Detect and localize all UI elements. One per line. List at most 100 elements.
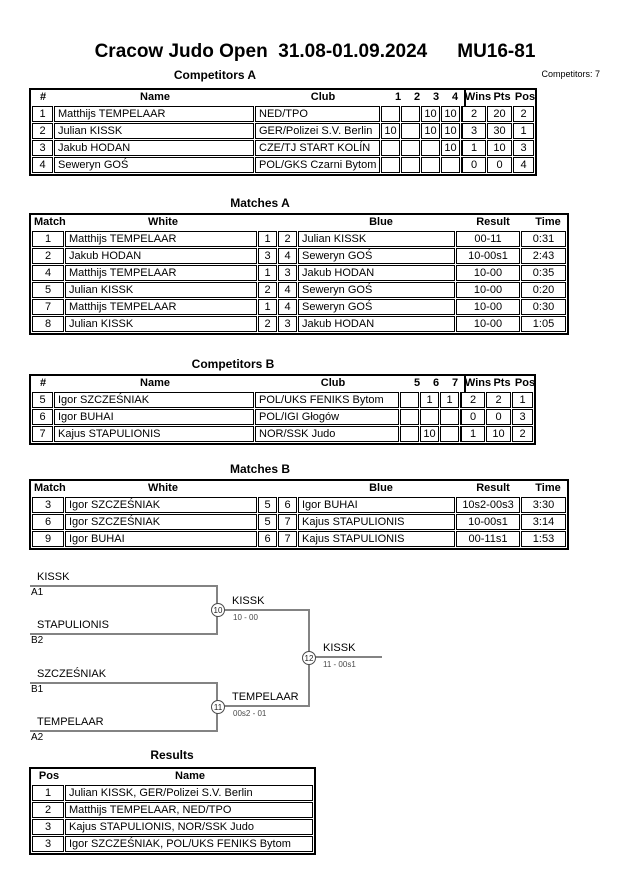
table-cell: Kajus STAPULIONIS xyxy=(298,531,455,547)
col-header-time: Time xyxy=(535,482,561,494)
match-number-badge: 12 xyxy=(302,651,316,665)
table-cell: 20 xyxy=(487,106,512,122)
table-cell: CZE/TJ START KOLÍN xyxy=(255,140,380,156)
table-cell: 2 xyxy=(32,123,53,139)
bracket-seed-label: B1 xyxy=(31,684,44,695)
table-cell: 6 xyxy=(278,497,297,513)
table-cell: 0 xyxy=(460,409,485,425)
table-cell xyxy=(400,426,419,442)
bracket-seed-label: A1 xyxy=(31,587,44,598)
table-cell: 3 xyxy=(512,409,533,425)
table-cell: 00-11s1 xyxy=(456,531,520,547)
bracket-line xyxy=(30,682,218,684)
table-cell: 2 xyxy=(258,316,277,332)
table-cell: 1 xyxy=(460,426,485,442)
table-cell xyxy=(400,392,419,408)
table-cell: 0 xyxy=(461,157,486,173)
col-header-number: # xyxy=(39,91,47,103)
bracket-score: 00s2 - 01 xyxy=(233,709,267,718)
table-cell: Kajus STAPULIONIS xyxy=(54,426,254,442)
table-cell: Julian KISSK, GER/Polizei S.V. Berlin xyxy=(65,785,313,801)
table-cell: POL/GKS Czarni Bytom xyxy=(255,157,380,173)
event-title: Cracow Judo Open 31.08-01.09.2024 xyxy=(94,41,428,62)
table-cell: 0:31 xyxy=(521,231,566,247)
col-header-pts: Pts xyxy=(493,91,511,103)
table-cell: 2 xyxy=(278,231,297,247)
bracket-player-name: KISSK xyxy=(37,571,70,583)
table-cell: 10-00s1 xyxy=(456,514,520,530)
col-header-result: Result xyxy=(476,216,510,228)
table-cell: 1:05 xyxy=(521,316,566,332)
bracket-winner-name: KISSK xyxy=(323,642,356,654)
table-cell: Igor SZCZEŚNIAK xyxy=(65,497,257,513)
table-cell: 1 xyxy=(32,231,64,247)
table-cell: 5 xyxy=(32,282,64,298)
table-cell xyxy=(381,140,400,156)
section-heading-matches-b: Matches B xyxy=(229,462,291,476)
table-cell: Matthijs TEMPELAAR xyxy=(65,265,257,281)
table-cell: 1 xyxy=(513,123,534,139)
col-header-blue: Blue xyxy=(369,482,393,494)
table-cell: 5 xyxy=(258,514,277,530)
col-header-wins: Wins xyxy=(464,91,492,103)
bracket-winner-name: TEMPELAAR xyxy=(232,691,299,703)
table-cell xyxy=(420,409,439,425)
table-cell: POL/IGI Głogów xyxy=(255,409,399,425)
table-cell: 00-11 xyxy=(456,231,520,247)
bracket-line xyxy=(218,609,310,611)
table-cell: 3 xyxy=(32,819,64,835)
table-cell xyxy=(401,123,420,139)
table-cell: 2:43 xyxy=(521,248,566,264)
table-cell: 4 xyxy=(278,248,297,264)
table-cell: 3 xyxy=(32,836,64,852)
section-heading-competitors-a: Competitors A xyxy=(173,68,257,82)
table-cell: Julian KISSK xyxy=(54,123,254,139)
col-header-match: Match xyxy=(34,216,66,228)
col-header-1: 1 xyxy=(394,91,402,103)
table-header-row: Match White Blue Result Time xyxy=(32,482,566,496)
table-cell: 4 xyxy=(32,265,64,281)
table-cell: Igor BUHAI xyxy=(54,409,254,425)
table-cell: 4 xyxy=(513,157,534,173)
table-cell: 6 xyxy=(32,409,53,425)
table-cell: Kajus STAPULIONIS, NOR/SSK Judo xyxy=(65,819,313,835)
table-cell: 3 xyxy=(258,248,277,264)
table-cell: Igor BUHAI xyxy=(298,497,455,513)
bracket-player-name: TEMPELAAR xyxy=(37,716,104,728)
table-cell: 10 xyxy=(381,123,400,139)
col-header-pos: Pos xyxy=(38,770,60,782)
col-header-6: 6 xyxy=(432,377,440,389)
table-cell: Julian KISSK xyxy=(298,231,455,247)
table-cell: 3 xyxy=(278,265,297,281)
col-header-pts: Pts xyxy=(493,377,511,389)
table-cell: 4 xyxy=(278,282,297,298)
col-header-5: 5 xyxy=(413,377,421,389)
table-cell: 10-00 xyxy=(456,282,520,298)
section-heading-results: Results xyxy=(150,748,194,762)
table-cell: 2 xyxy=(32,802,64,818)
table-cell: Seweryn GOŚ xyxy=(298,282,455,298)
table-cell: 6 xyxy=(258,531,277,547)
table-cell: 7 xyxy=(278,531,297,547)
table-cell: 0 xyxy=(486,409,511,425)
table-cell: 2 xyxy=(258,282,277,298)
table-cell: NOR/SSK Judo xyxy=(255,426,399,442)
table-cell: Igor BUHAI xyxy=(65,531,257,547)
